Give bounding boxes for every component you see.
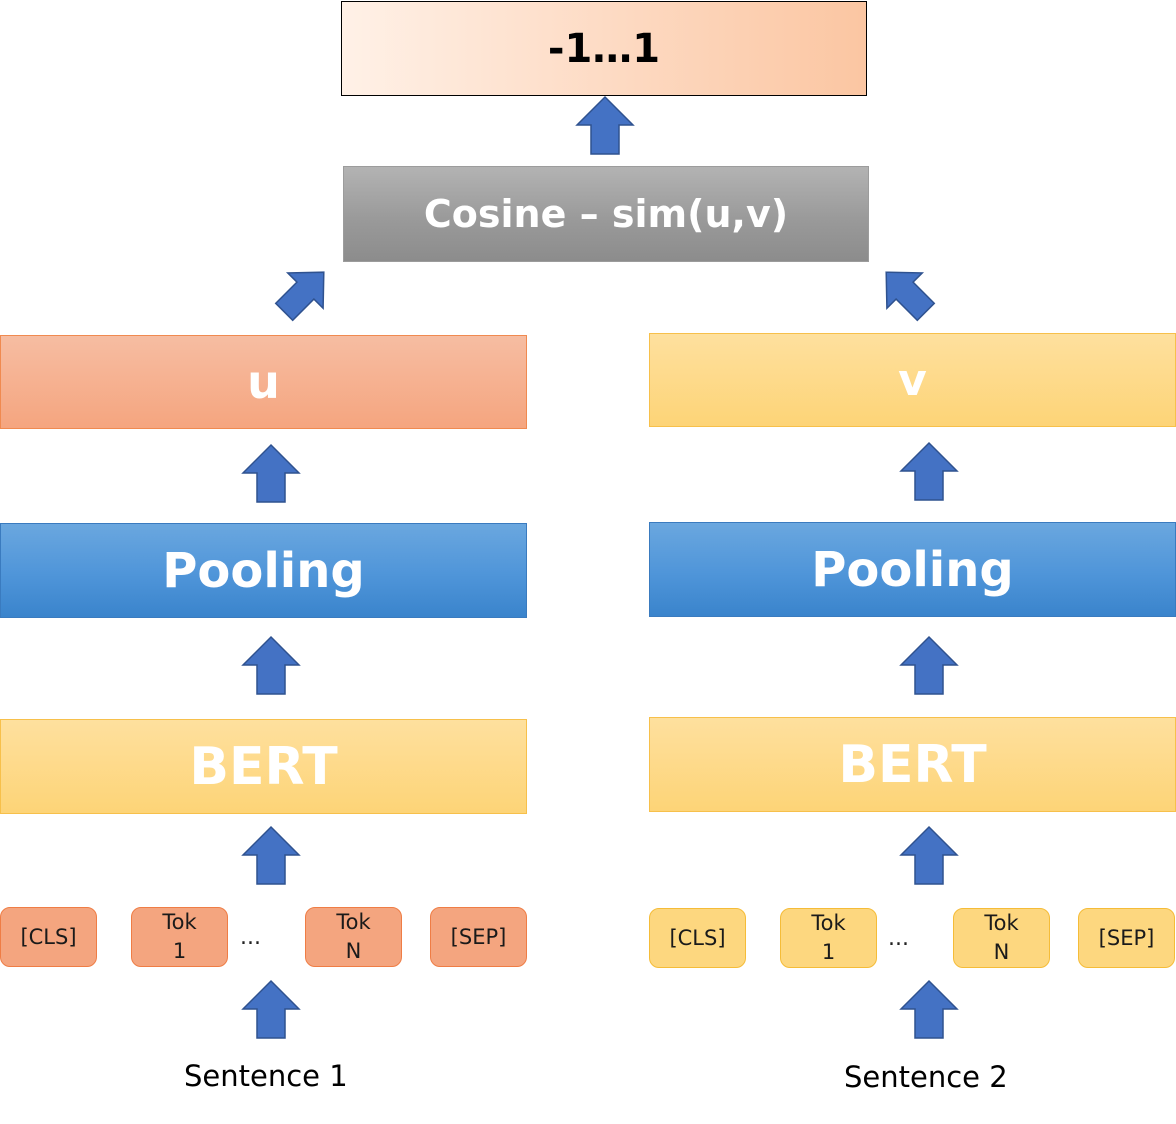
bert-box-right: BERT (649, 717, 1176, 812)
embedding-u-box: u (0, 335, 527, 429)
token-tok1-right: Tok 1 (780, 908, 877, 968)
token-tokn-right: Tok N (953, 908, 1050, 968)
pooling-box-right: Pooling (649, 522, 1176, 617)
arrow-up-icon (241, 825, 301, 885)
token-text: Tok (984, 911, 1019, 935)
token-text: Tok (811, 911, 846, 935)
token-index: N (993, 940, 1010, 964)
bert-box-left: BERT (0, 719, 527, 814)
token-text: Tok (336, 910, 371, 934)
token-text: Tok (162, 910, 197, 934)
token-text: [SEP] (1098, 925, 1155, 950)
token-sep-right: [SEP] (1078, 908, 1175, 968)
arrow-up-icon (241, 635, 301, 695)
arrow-up-icon (241, 443, 301, 503)
embedding-v-box: v (649, 333, 1176, 427)
pooling-box-left: Pooling (0, 523, 527, 618)
token-text: [SEP] (450, 924, 507, 949)
arrow-up-left-icon (885, 271, 936, 322)
token-ellipsis-right: ... (888, 926, 909, 951)
token-tokn-left: Tok N (305, 907, 402, 967)
cosine-similarity-box: Cosine – sim(u,v) (343, 166, 869, 262)
arrow-up-icon (899, 635, 959, 695)
token-index: 1 (821, 940, 836, 964)
arrow-up-icon (575, 95, 635, 155)
token-cls-left: [CLS] (0, 907, 97, 967)
token-text: [CLS] (669, 925, 726, 950)
token-ellipsis-left: ... (240, 925, 261, 950)
arrow-up-icon (241, 979, 301, 1039)
token-index: N (345, 939, 362, 963)
output-range-box: -1…1 (341, 1, 867, 96)
arrow-up-right-icon (274, 271, 325, 322)
token-tok1-left: Tok 1 (131, 907, 228, 967)
arrow-up-icon (899, 825, 959, 885)
token-cls-right: [CLS] (649, 908, 746, 968)
arrow-up-icon (899, 979, 959, 1039)
sentence-1-label: Sentence 1 (184, 1059, 348, 1093)
token-index: 1 (172, 939, 187, 963)
arrow-up-icon (899, 441, 959, 501)
sentence-2-label: Sentence 2 (844, 1060, 1008, 1094)
token-text: [CLS] (20, 924, 77, 949)
token-sep-left: [SEP] (430, 907, 527, 967)
